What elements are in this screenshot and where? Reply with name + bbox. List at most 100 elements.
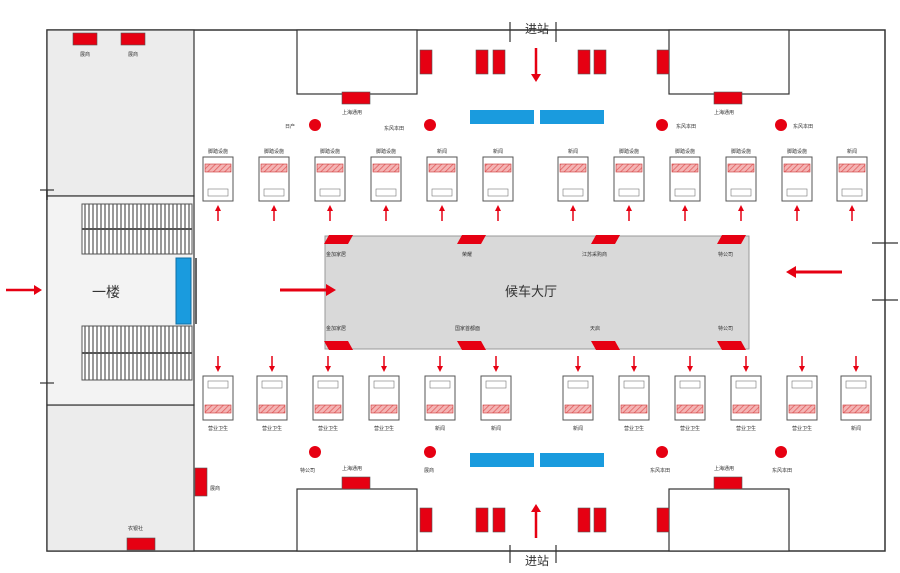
bottom-booth-3: 营业卫生: [312, 356, 344, 432]
top-booth-arrow-6: [495, 205, 501, 221]
top-booth-6: 新闻: [482, 148, 514, 221]
top-booth-7: 新闻: [557, 148, 589, 221]
bottom-booth-label-2: 营业卫生: [262, 425, 282, 432]
top-booth-label-2: 脚踏设施: [264, 148, 284, 155]
label-booth-1: 展商: [80, 51, 90, 58]
label-shanghai-1: 上海通用: [342, 109, 362, 116]
bottom-booth-arrow-3: [325, 356, 331, 372]
left-wing-lower: [46, 404, 195, 552]
bottom-booth-label-9: 营业卫生: [680, 425, 700, 432]
bottom-booth-label-12: 新闻: [851, 425, 861, 432]
bottom-booth-11: 营业卫生: [786, 356, 818, 432]
top-booth-arrow-2: [271, 205, 277, 221]
top-booth-12: 新闻: [836, 148, 868, 221]
bottom-booth-arrow-6: [493, 356, 499, 372]
bottom-booth-12: 新闻: [840, 356, 872, 432]
bottom-booth-5: 新闻: [424, 356, 456, 432]
arrow-left-entrance: [6, 285, 42, 295]
hall-lot-2: 荣耀: [462, 251, 472, 258]
hall-markers: [324, 235, 746, 350]
hall-lot-4: 特公司: [718, 251, 733, 258]
sp-label-6: 展商: [424, 467, 434, 474]
top-booth-label-6: 新闻: [493, 148, 503, 155]
bottom-booth-8: 营业卫生: [618, 356, 650, 432]
top-booth-2: 脚踏设施: [258, 148, 290, 221]
arrow-to-hall-left: [280, 284, 336, 296]
top-booth-10: 脚踏设施: [725, 148, 757, 221]
top-entrance-booths: [72, 32, 743, 105]
bottom-booth-arrow-4: [381, 356, 387, 372]
label-shanghai-2: 上海通用: [714, 109, 734, 116]
room-top-left: [296, 29, 418, 95]
bottom-booth-2: 营业卫生: [256, 356, 288, 432]
top-booth-arrow-8: [626, 205, 632, 221]
top-booth-arrow-11: [794, 205, 800, 221]
bottom-entrance-booths: [126, 467, 743, 551]
top-booth-arrow-4: [383, 205, 389, 221]
top-booth-11: 脚踏设施: [781, 148, 813, 221]
sp-label-1: 日产: [285, 123, 295, 130]
top-booth-arrow-5: [439, 205, 445, 221]
bottom-booth-1: 营业卫生: [202, 356, 234, 432]
top-booth-label-10: 脚踏设施: [731, 148, 751, 155]
hall-lot-5: 金加家居: [326, 325, 346, 332]
top-booth-3: 脚踏设施: [314, 148, 346, 221]
sp-label-2: 东风本田: [384, 125, 404, 132]
bottom-booth-arrow-9: [687, 356, 693, 372]
bottom-booth-arrow-7: [575, 356, 581, 372]
bottom-booth-arrow-11: [799, 356, 805, 372]
arrow-top-entrance: [531, 48, 541, 82]
escalator-bottom-right: [540, 453, 604, 467]
bottom-booth-7: 新闻: [562, 356, 594, 432]
waiting-hall: [324, 235, 750, 350]
bottom-booth-row: 营业卫生营业卫生营业卫生营业卫生新闻新闻新闻营业卫生营业卫生营业卫生营业卫生新闻: [202, 356, 872, 432]
bottom-booth-arrow-10: [743, 356, 749, 372]
label-shanghai-4: 上海通用: [714, 465, 734, 472]
bottom-booth-arrow-5: [437, 356, 443, 372]
first-floor-label: 一楼: [92, 285, 120, 301]
bottom-booth-label-6: 新闻: [491, 425, 501, 432]
bottom-booth-label-1: 营业卫生: [208, 425, 228, 432]
bottom-booth-arrow-1: [215, 356, 221, 372]
top-entrance-label: 进站: [525, 22, 549, 36]
hall-lot-8: 特公司: [718, 325, 733, 332]
label-shanghai-3: 上海通用: [342, 465, 362, 472]
escalator-left: [175, 257, 192, 325]
bottom-entrance-label: 进站: [525, 554, 549, 568]
top-booth-label-1: 脚踏设施: [208, 148, 228, 155]
label-booth-2: 展商: [128, 51, 138, 58]
sp-label-8: 东风本田: [772, 467, 792, 474]
service-points: [309, 119, 787, 458]
top-booth-label-11: 脚踏设施: [787, 148, 807, 155]
top-booth-arrow-9: [682, 205, 688, 221]
top-booth-arrow-12: [849, 205, 855, 221]
bottom-booth-label-8: 营业卫生: [624, 425, 644, 432]
bottom-booth-label-3: 营业卫生: [318, 425, 338, 432]
sp-label-4: 东风本田: [793, 123, 813, 130]
label-agent: 农银社: [128, 525, 143, 532]
escalator-top-left: [470, 110, 534, 124]
hall-lot-7: 天启: [590, 325, 600, 332]
bottom-booth-label-5: 新闻: [435, 425, 445, 432]
sp-label-7: 东风本田: [650, 467, 670, 474]
top-booth-arrow-7: [570, 205, 576, 221]
hall-lot-1: 金加家居: [326, 251, 346, 258]
bottom-booth-arrow-2: [269, 356, 275, 372]
top-booth-label-7: 新闻: [568, 148, 578, 155]
bottom-booth-label-10: 营业卫生: [736, 425, 756, 432]
top-booth-arrow-1: [215, 205, 221, 221]
top-booth-arrow-10: [738, 205, 744, 221]
left-wing: [46, 29, 195, 197]
top-booth-label-9: 脚踏设施: [675, 148, 695, 155]
top-booth-label-5: 新闻: [437, 148, 447, 155]
room-top-right: [668, 29, 790, 95]
top-booth-label-8: 脚踏设施: [619, 148, 639, 155]
top-booth-label-12: 新闻: [847, 148, 857, 155]
sp-label-3: 东风本田: [676, 123, 696, 130]
top-booth-9: 脚踏设施: [669, 148, 701, 221]
hall-lot-3: 江苏采购商: [582, 251, 607, 258]
escalator-bottom-left: [470, 453, 534, 467]
top-booth-row: 脚踏设施脚踏设施脚踏设施脚踏设施新闻新闻新闻脚踏设施脚踏设施脚踏设施脚踏设施新闻: [202, 148, 868, 221]
arrow-to-hall-right: [786, 266, 842, 278]
